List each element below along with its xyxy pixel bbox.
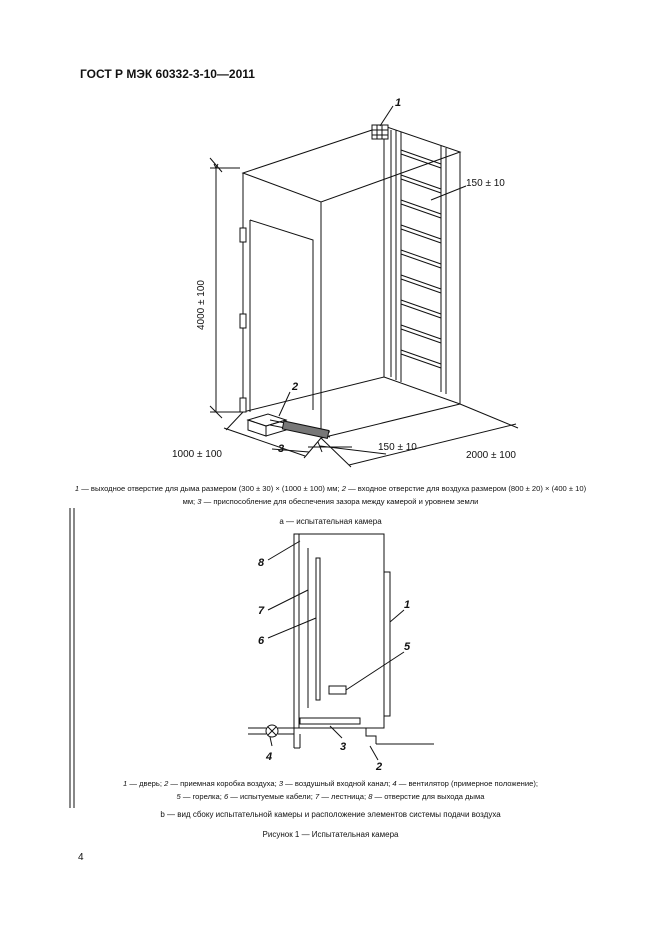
figure-a-drawing: 4000 ± 100 1000 ± 100 2000 ± 100 150 ± 1… bbox=[172, 97, 519, 468]
chamber-side-outline bbox=[293, 533, 385, 729]
callout-b-6: 6 bbox=[258, 635, 265, 647]
width-dim-label: 2000 ± 100 bbox=[466, 450, 516, 461]
test-cables bbox=[315, 557, 321, 701]
callout-b-7: 7 bbox=[258, 605, 265, 617]
gap-dim-label: 150 ± 10 bbox=[378, 442, 417, 453]
callout-a-3: 3 bbox=[278, 443, 284, 455]
figure-b-subcaption: b — вид сбоку испытательной камеры и рас… bbox=[160, 810, 501, 819]
width-dim-line bbox=[348, 423, 517, 466]
ladder-offset-label: 150 ± 10 bbox=[466, 178, 505, 189]
callout-b-1: 1 bbox=[404, 599, 410, 611]
air-receiving-box bbox=[365, 728, 377, 744]
air-inlet-duct bbox=[299, 717, 361, 725]
callout-b-8: 8 bbox=[258, 557, 265, 569]
figure-a-subcaption: a — испытательная камера bbox=[279, 517, 382, 526]
hinge-bottom bbox=[239, 397, 247, 413]
burner bbox=[328, 685, 347, 695]
floor-front-right bbox=[320, 403, 461, 439]
callout-b-3: 3 bbox=[340, 741, 346, 753]
callout-a-2: 2 bbox=[291, 381, 298, 393]
height-dim-label: 4000 ± 100 bbox=[196, 280, 207, 330]
hinge-middle bbox=[239, 313, 247, 329]
smoke-outlet bbox=[371, 124, 389, 140]
callout-b-5: 5 bbox=[404, 641, 411, 653]
depth-dim-label: 1000 ± 100 bbox=[172, 449, 222, 460]
callout-b-2: 2 bbox=[375, 761, 382, 773]
floor-back-right bbox=[383, 376, 461, 405]
door-side bbox=[383, 571, 391, 717]
chamber-top-face bbox=[241, 125, 462, 203]
air-inlet-box bbox=[246, 413, 331, 439]
page-number: 4 bbox=[78, 852, 84, 863]
hinge-top bbox=[239, 227, 247, 243]
ladder-rungs bbox=[400, 149, 442, 369]
figure-a-legend: 1 — выходное отверстие для дыма размером… bbox=[74, 484, 587, 506]
callout-a-1: 1 bbox=[395, 97, 401, 109]
callout-b-4: 4 bbox=[265, 751, 272, 763]
depth-dim-line bbox=[223, 427, 306, 457]
figure-b-legend: 1 — дверь; 2 — приемная коробка воздуха;… bbox=[123, 779, 538, 801]
document-header: ГОСТ Р МЭК 60332-3-10—2011 bbox=[80, 67, 255, 81]
fan bbox=[265, 724, 279, 738]
figure-title: Рисунок 1 — Испытательная камера bbox=[262, 830, 399, 839]
door-outline bbox=[249, 219, 314, 410]
